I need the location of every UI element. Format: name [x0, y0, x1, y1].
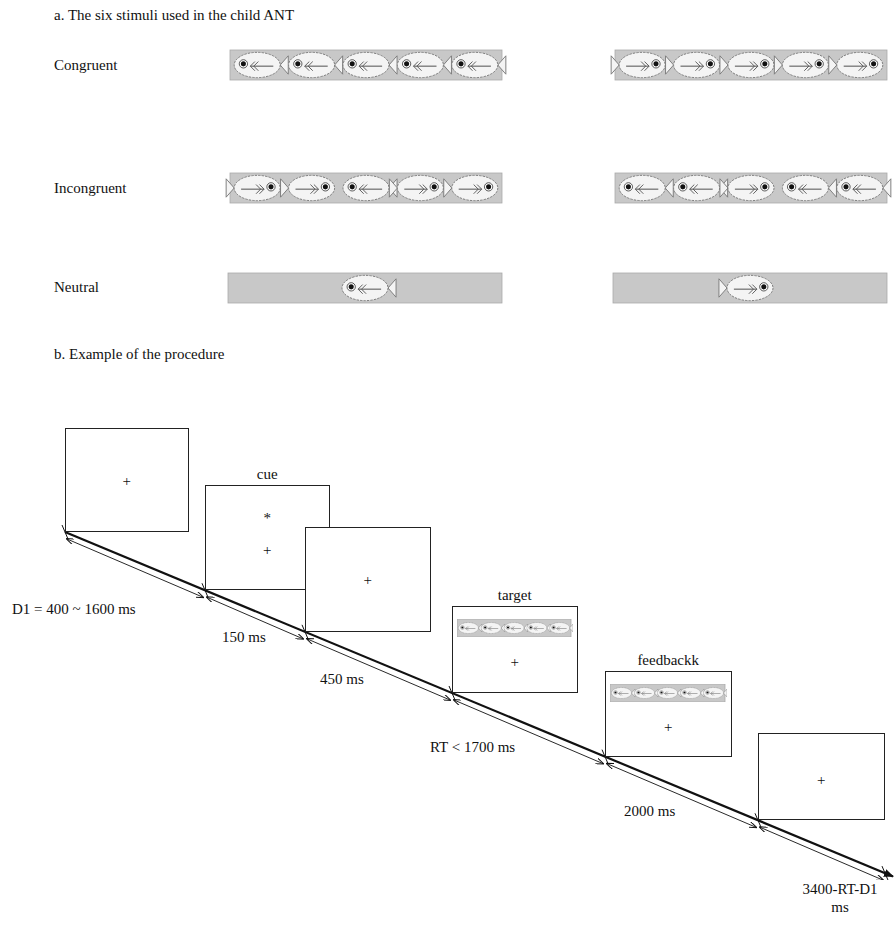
screen-symbol: + — [363, 572, 371, 589]
screen-symbol: + — [664, 719, 672, 736]
screen-box: target+ — [452, 606, 578, 693]
screen-box: + — [758, 733, 885, 820]
panel-title: b. Example of the procedure — [52, 345, 226, 363]
duration-label: 3400-RT-D1 ms — [790, 880, 890, 916]
row-label: Neutral — [52, 278, 101, 296]
screen-box: + — [305, 527, 431, 632]
screen-heading: cue — [257, 466, 278, 483]
screen-box: feedbackk+ — [605, 671, 732, 757]
screen-symbol: + — [263, 542, 271, 559]
row-label: Congruent — [52, 56, 119, 74]
duration-label: 450 ms — [318, 670, 366, 688]
duration-label: RT < 1700 ms — [428, 738, 517, 756]
screen-symbol: + — [817, 772, 825, 789]
screen-symbol: + — [510, 654, 518, 671]
screen-heading: feedbackk — [637, 652, 699, 669]
row-label: Incongruent — [52, 179, 128, 197]
screen-heading: target — [498, 587, 532, 604]
panel-title: a. The six stimuli used in the child ANT — [52, 6, 296, 24]
screen-box: + — [65, 428, 189, 532]
duration-label: 150 ms — [220, 628, 268, 646]
duration-label: D1 = 400 ~ 1600 ms — [10, 600, 138, 618]
stimulus-strip — [610, 684, 727, 702]
stimulus-strip — [457, 619, 573, 637]
screen-symbol: * — [263, 510, 271, 527]
duration-label: 2000 ms — [622, 802, 677, 820]
screen-symbol: + — [122, 473, 130, 490]
